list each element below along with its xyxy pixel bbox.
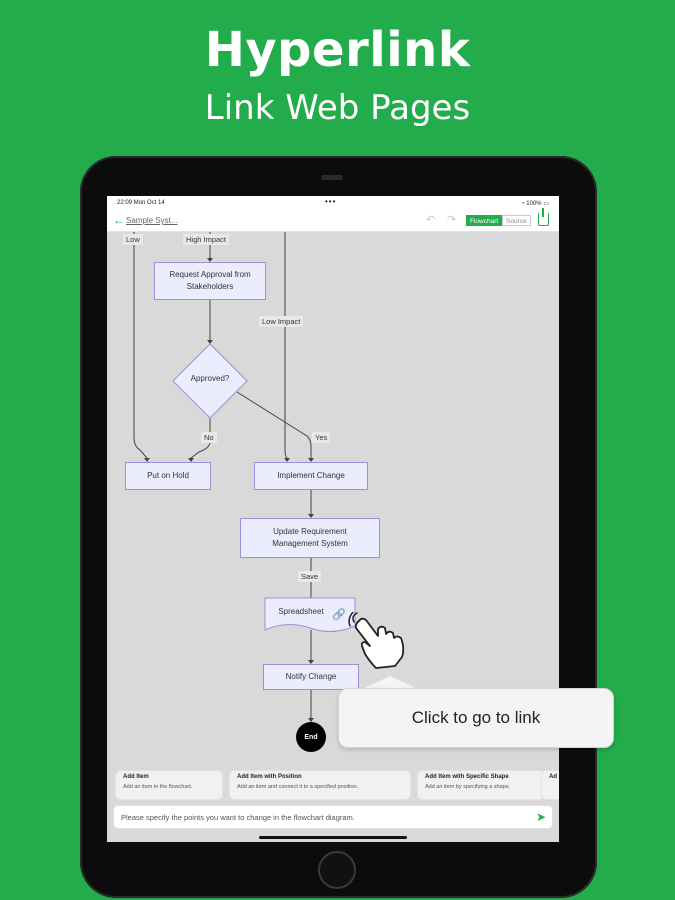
suggestion-title: Add Item with Specific Shape [425,774,509,780]
node-put-on-hold[interactable]: Put on Hold [125,462,211,490]
edge-label-low-impact: Low Impact [259,316,304,327]
suggestion-title: Add Item [123,774,149,780]
battery-icon: ▭ [543,201,549,207]
suggestion-chip[interactable]: Ad [541,770,559,800]
node-request-approval[interactable]: Request Approval from Stakeholders [154,262,266,300]
document-shape [264,597,356,632]
tab-source[interactable]: Source [502,215,531,226]
home-indicator [259,836,407,839]
back-arrow-icon[interactable]: ← [113,213,125,227]
node-spreadsheet[interactable]: Spreadsheet [278,607,324,616]
callout-tail [360,676,420,690]
node-end[interactable]: End [296,722,326,752]
tab-flowchart[interactable]: Flowchart [466,215,503,226]
node-approved-label: Approved? [190,374,230,383]
suggestion-desc: Add an item in the flowchart. [123,784,193,790]
edge-label-no: No [201,432,217,443]
decision-diamond [172,343,248,419]
battery-level: 100% [526,201,542,207]
status-right: ◔ 100% ▭ [521,200,549,207]
home-button[interactable] [318,851,356,889]
suggestion-desc: Add an item by specifying a shape. [425,784,511,790]
callout-bubble [338,688,614,748]
node-update-requirement[interactable]: Update Requirement Management System [240,518,380,558]
edge-label-save: Save [298,571,322,582]
edge-label-low: Low [123,234,143,245]
suggestion-title: Add Item with Position [237,774,302,780]
wifi-icon: ◔ [521,201,525,207]
suggestion-chip[interactable]: Add Item with Specific Shape Add an item… [417,770,545,800]
status-bar: 22:09 Mon Oct 14 ••• ◔ 100% ▭ [107,196,559,210]
camera-icon [321,175,343,180]
suggestion-desc: Add an item and connect it to a specifie… [237,784,359,790]
callout-text: Click to go to link [411,708,541,727]
suggestion-chip[interactable]: Add Item Add an item in the flowchart. [115,770,223,800]
node-notify-change[interactable]: Notify Change [263,664,359,690]
subheadline: Link Web Pages [204,88,471,128]
send-icon[interactable]: ➤ [535,810,546,824]
nav-bar: ← Sample Syst... ↶ ↷ Flowchart Source [107,208,559,232]
redo-icon[interactable]: ↷ [447,214,457,226]
node-implement-change[interactable]: Implement Change [254,462,368,490]
document-title[interactable]: Sample Syst... [126,216,178,225]
share-icon[interactable] [538,208,549,226]
hyperlink-icon[interactable]: 🔗 [332,609,346,621]
headline: Hyperlink [204,22,471,78]
flowchart-canvas[interactable]: Low High Impact Low Impact No Yes Save R… [107,232,559,766]
suggestion-chip[interactable]: Add Item with Position Add an item and c… [229,770,411,800]
multitask-dots-icon[interactable]: ••• [325,197,337,206]
suggestion-title: Ad [549,774,557,780]
edge-label-yes: Yes [312,432,331,443]
edge-label-high-impact: High Impact [183,234,230,245]
status-time: 22:09 Mon Oct 14 [117,200,165,206]
prompt-placeholder: Please specify the points you want to ch… [121,813,355,822]
pointing-hand-icon [348,612,405,669]
undo-icon[interactable]: ↶ [426,214,436,226]
suggestion-bar: Add Item Add an item in the flowchart. A… [115,770,559,800]
flowchart-edges [133,232,356,722]
prompt-input[interactable]: Please specify the points you want to ch… [113,805,553,829]
